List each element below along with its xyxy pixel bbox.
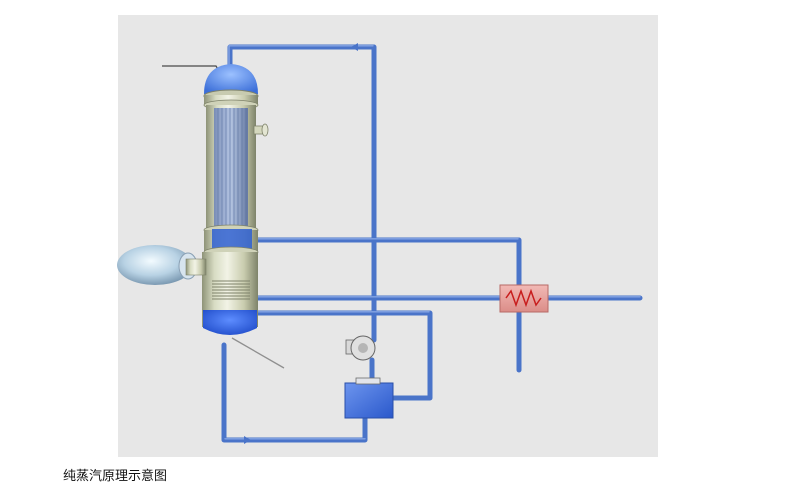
pipe-top-steam-line — [227, 44, 377, 343]
flow-arrow-icon — [244, 436, 251, 444]
drain-line — [231, 337, 285, 369]
column-tubes — [214, 108, 248, 230]
pipe-network — [221, 44, 643, 443]
pipe-lower-loop — [255, 310, 433, 401]
flow-arrow-icon — [351, 43, 358, 51]
pipe-mid-to-exchanger — [255, 237, 522, 293]
heat-exchanger-icon — [499, 284, 549, 313]
feed-tank-icon — [344, 377, 394, 419]
flow-arrows — [244, 43, 358, 444]
steam-cloud-icon — [117, 245, 198, 285]
diagram-caption: 纯蒸汽原理示意图 — [63, 469, 168, 484]
column-bottom-liquid — [203, 310, 257, 335]
pump-icon — [345, 335, 376, 361]
evaporation-column — [162, 64, 285, 369]
pipe-tank-return — [221, 342, 368, 443]
column-dome — [204, 64, 258, 94]
column-coil — [212, 280, 250, 300]
